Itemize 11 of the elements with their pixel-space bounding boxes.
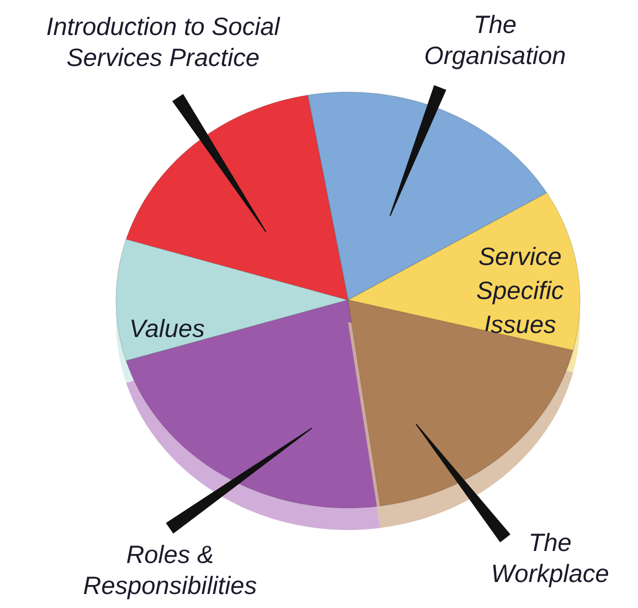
leader-line — [172, 94, 266, 232]
pie-slice — [126, 94, 348, 300]
leader-line — [416, 424, 510, 542]
slice-label: Values — [128, 314, 206, 345]
label-text: The Organisation — [400, 10, 590, 72]
leader-line — [166, 428, 312, 534]
leader-line — [390, 85, 446, 216]
slice-label: Service Specific Issues — [475, 242, 565, 341]
label-text: The Workplace — [470, 528, 630, 590]
label-text: Introduction to Social Services Practice — [8, 12, 318, 74]
label-text: Roles & Responsibilities — [40, 540, 300, 602]
